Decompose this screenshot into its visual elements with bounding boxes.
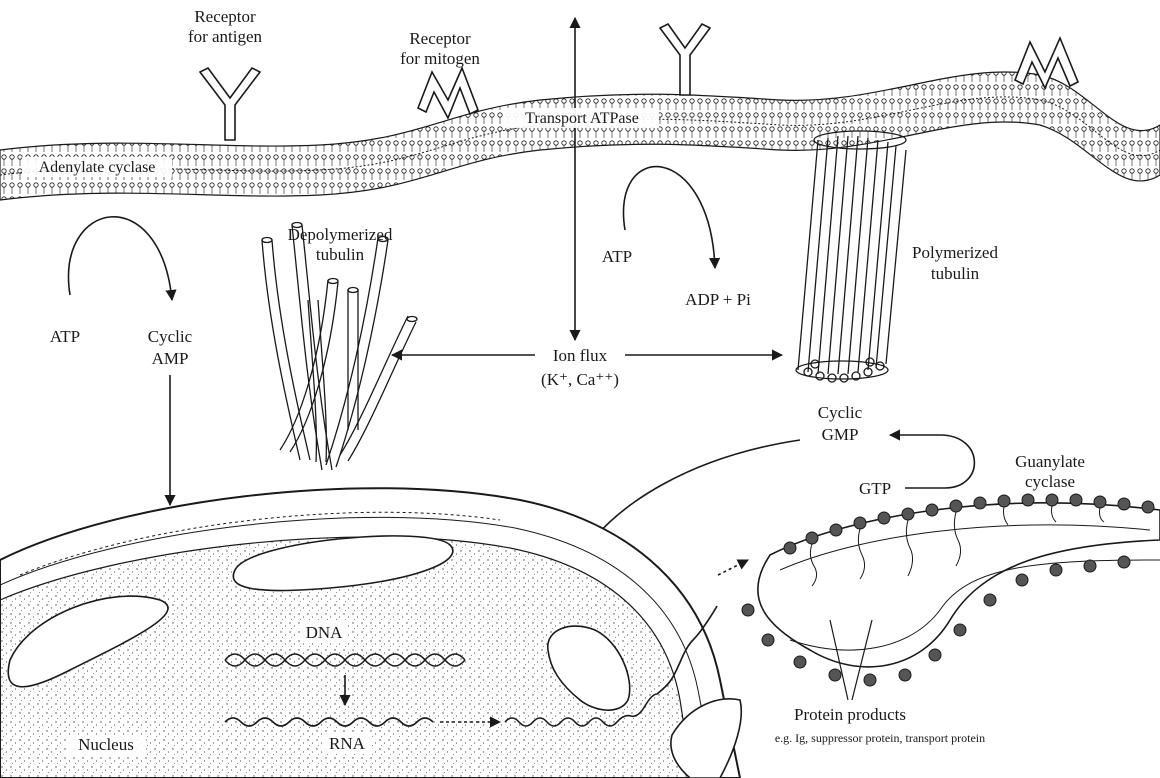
cyclic-amp-label-1: Cyclic [148, 327, 193, 346]
receptor-antigen-label-2: for antigen [188, 27, 263, 46]
ion-flux-label-2: (K⁺, Ca⁺⁺) [541, 370, 619, 389]
receptor-mitogen-shape [418, 68, 478, 118]
transport-atpase-label: Transport ATPase [525, 110, 639, 127]
plasma-membrane [0, 72, 1160, 200]
adenylate-cyclase-label: Adenylate cyclase [39, 159, 156, 176]
polymerized-label-2: tubulin [931, 264, 980, 283]
cyclic-amp-label-2: AMP [152, 349, 189, 368]
cyclic-gmp-label-2: GMP [822, 425, 859, 444]
ion-flux-label-1: Ion flux [553, 346, 608, 365]
atp-to-adp-arrow [623, 167, 715, 268]
receptor-mitogen-label-1: Receptor [409, 29, 471, 48]
receptor-antigen-shape [200, 68, 260, 140]
cyclic-gmp-label-1: Cyclic [818, 403, 863, 422]
gtp-label: GTP [859, 479, 891, 498]
nucleus-label: Nucleus [78, 735, 134, 754]
atp-to-camp-arrow [69, 217, 172, 300]
rna-label: RNA [329, 734, 366, 753]
protein-products-label: Protein products [794, 705, 906, 724]
dna-label: DNA [306, 623, 344, 642]
gtp-to-cgmp-arrow [890, 435, 974, 488]
guanylate-label-2: cyclase [1025, 472, 1075, 491]
atp-right-label: ATP [602, 247, 632, 266]
mrna-to-ribosome-arrow [718, 560, 748, 575]
receptor-antigen-label-1: Receptor [194, 7, 256, 26]
guanylate-label-1: Guanylate [1015, 452, 1085, 471]
receptor-mitogen-label-2: for mitogen [400, 49, 480, 68]
polymerized-tubulin-shape [796, 131, 906, 382]
depolymerized-label-1: Depolymerized [288, 225, 393, 244]
receptor-m-shape-right [1015, 38, 1078, 88]
rough-er-shape [758, 503, 1160, 667]
depolymerized-label-2: tubulin [316, 245, 365, 264]
protein-examples-label: e.g. Ig, suppressor protein, transport p… [775, 731, 985, 745]
polymerized-label-1: Polymerized [912, 243, 998, 262]
adp-pi-label: ADP + Pi [685, 290, 751, 309]
receptor-y-shape-right [660, 24, 710, 95]
atp-left-label: ATP [50, 327, 80, 346]
